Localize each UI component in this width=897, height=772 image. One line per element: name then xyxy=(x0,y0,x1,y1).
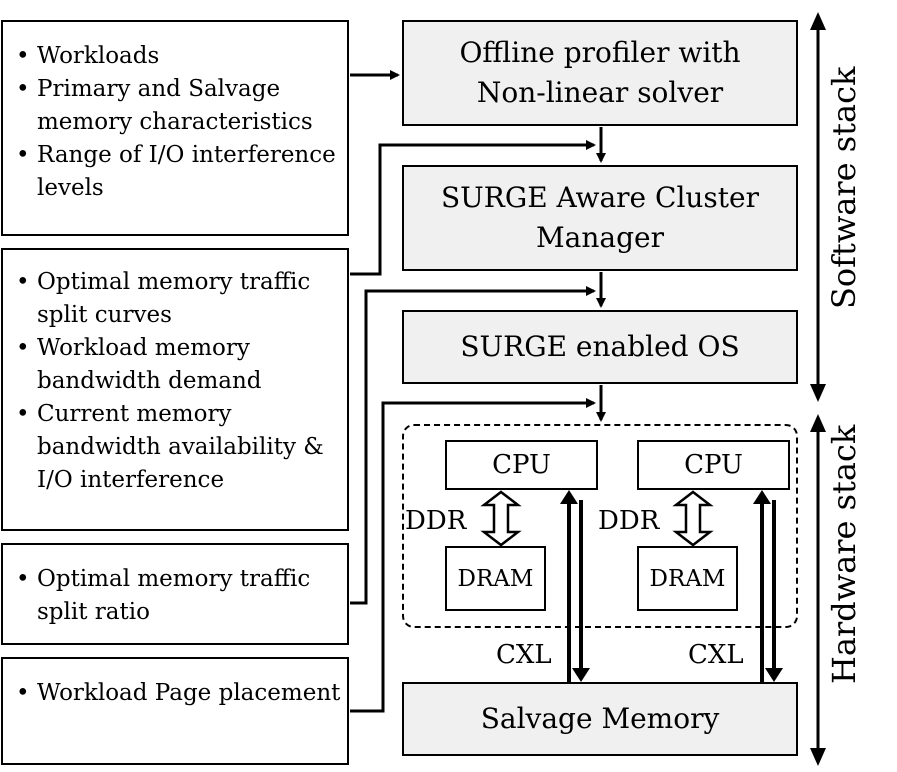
cxl-left-head-up xyxy=(560,490,578,504)
cluster-manager-label: SURGE Aware Cluster Manager xyxy=(440,181,760,254)
ddr-left-label: DDR xyxy=(405,506,467,536)
list-item: Optimal memory traffic split curves xyxy=(7,266,341,332)
profiler-box: Offline profiler with Non-linear solver xyxy=(402,20,798,126)
cxl-left-head-down xyxy=(572,668,590,682)
cxl-right-head-down xyxy=(765,668,783,682)
list-item: Primary and Salvage memory characteristi… xyxy=(7,73,341,139)
os-box: SURGE enabled OS xyxy=(402,310,798,384)
ddr-right-label: DDR xyxy=(598,506,660,536)
cpu-left-label: CPU xyxy=(492,450,551,480)
dram-left-label: DRAM xyxy=(457,565,534,592)
salvage-memory-box: Salvage Memory xyxy=(402,682,798,756)
os-label: SURGE enabled OS xyxy=(460,330,740,363)
input-box-profiler-inputs: Workloads Primary and Salvage memory cha… xyxy=(1,20,349,236)
ddr-right-arrow xyxy=(672,490,714,547)
arrow-inputs-to-cluster-manager xyxy=(350,140,596,276)
input-box-placement: Workload Page placement xyxy=(1,657,349,765)
arrow-inputs-to-hardware xyxy=(350,398,596,713)
cluster-manager-box: SURGE Aware Cluster Manager xyxy=(402,165,798,271)
ddr-left-arrow xyxy=(480,490,522,547)
input-list-2: Optimal memory traffic split curves Work… xyxy=(7,266,341,497)
list-item: Current memory bandwidth availability & … xyxy=(7,398,341,497)
profiler-label: Offline profiler with Non-linear solver xyxy=(459,36,741,109)
list-item: Workload memory bandwidth demand xyxy=(7,332,341,398)
input-list-4: Workload Page placement xyxy=(7,677,341,710)
cpu-left-box: CPU xyxy=(445,440,598,490)
cxl-left-label: CXL xyxy=(496,640,552,670)
input-box-os-inputs: Optimal memory traffic split ratio xyxy=(1,543,349,645)
dram-left-box: DRAM xyxy=(445,546,546,611)
input-list-3: Optimal memory traffic split ratio xyxy=(7,563,341,629)
dram-right-label: DRAM xyxy=(649,565,726,592)
input-box-cluster-inputs: Optimal memory traffic split curves Work… xyxy=(1,248,349,531)
cpu-right-box: CPU xyxy=(637,440,790,490)
list-item: Optimal memory traffic split ratio xyxy=(7,563,341,629)
list-item: Workload Page placement xyxy=(7,677,341,710)
salvage-memory-label: Salvage Memory xyxy=(480,702,720,735)
list-item: Range of I/O interference levels xyxy=(7,139,341,205)
input-list-1: Workloads Primary and Salvage memory cha… xyxy=(7,40,341,205)
node-boundary xyxy=(402,424,798,628)
arrow-inputs-to-os xyxy=(350,286,596,605)
dram-right-box: DRAM xyxy=(637,546,738,611)
list-item: Workloads xyxy=(7,40,341,73)
cxl-right-label: CXL xyxy=(688,640,744,670)
cpu-right-label: CPU xyxy=(684,450,743,480)
cxl-right-head-up xyxy=(753,490,771,504)
